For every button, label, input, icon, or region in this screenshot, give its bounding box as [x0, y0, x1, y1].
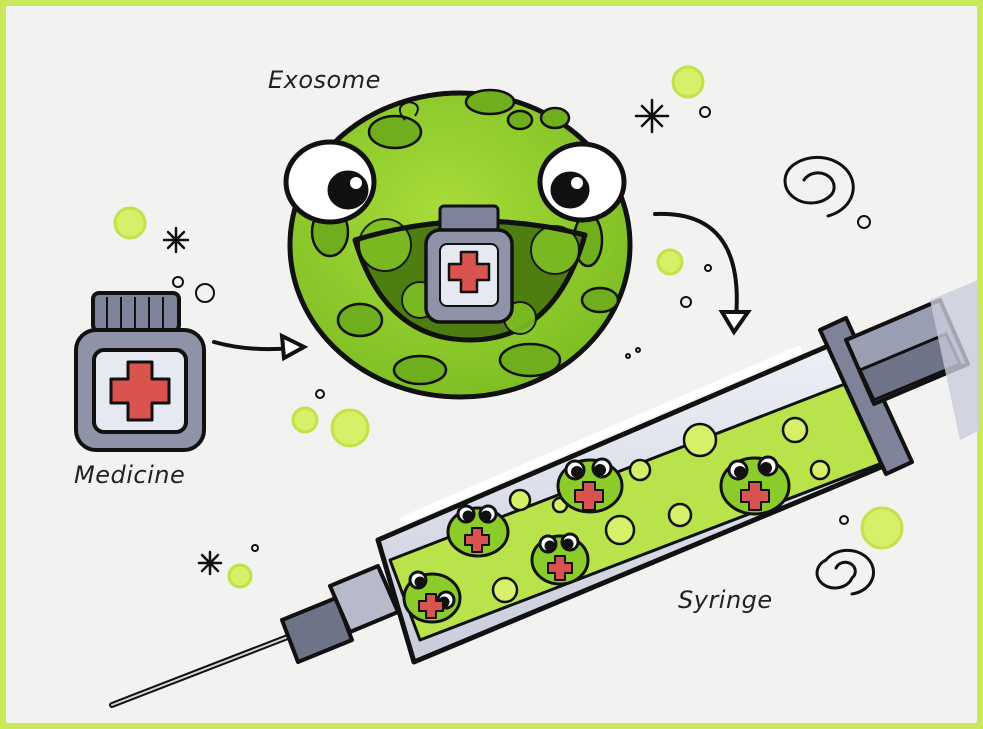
syringe-label: Syringe [678, 586, 773, 614]
exosome-label: Exosome [268, 66, 381, 94]
arrow-to-exosome-icon [214, 336, 304, 358]
medicine-label: Medicine [74, 461, 185, 489]
mini-exosome-5 [404, 572, 460, 622]
mini-exosome-2 [558, 459, 622, 512]
mini-exosome-1 [448, 506, 508, 556]
mini-exosome-4 [721, 457, 789, 514]
medicine-bottle [76, 293, 204, 450]
exosome-character [286, 90, 630, 397]
mini-exosome-3 [532, 534, 588, 584]
